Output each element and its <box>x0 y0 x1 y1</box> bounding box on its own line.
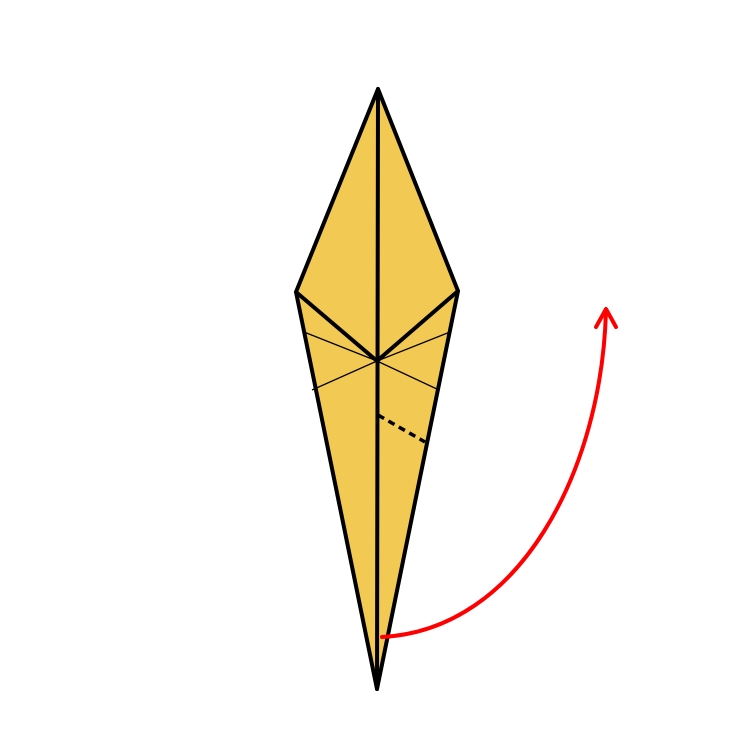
center-line <box>375 87 380 691</box>
arrow-head-icon <box>594 307 618 329</box>
fold-edges <box>294 87 460 691</box>
crease-lower-left <box>311 360 378 391</box>
crease-upper-right <box>376 331 451 362</box>
left-flap-edge <box>294 290 379 363</box>
crease-upper-left <box>303 331 378 362</box>
right-flap-edge <box>375 289 460 363</box>
fold-arrow <box>380 307 618 639</box>
crease-lines <box>303 331 451 391</box>
arrow-curve <box>380 308 608 639</box>
crease-lower-right <box>376 360 440 391</box>
valley-fold-line <box>377 413 426 444</box>
